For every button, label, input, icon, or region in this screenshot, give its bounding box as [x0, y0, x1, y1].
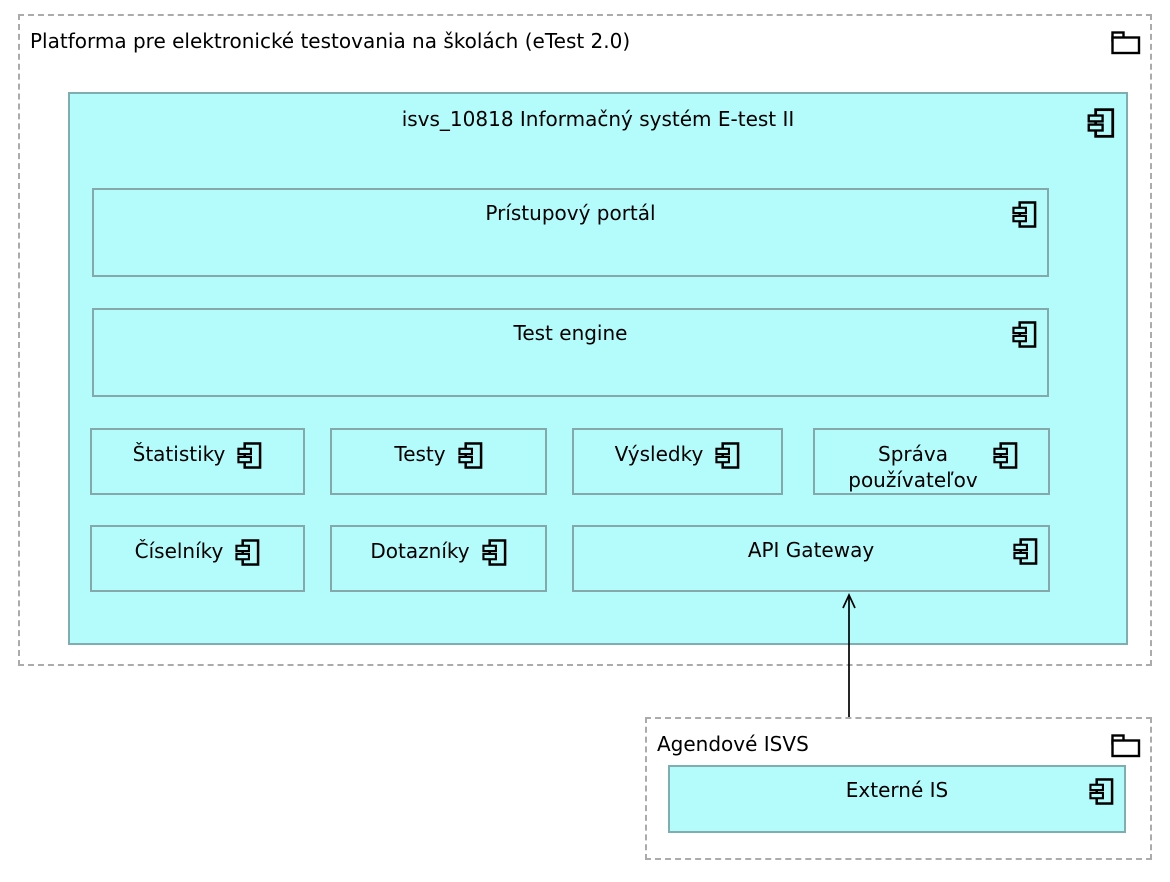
node-pristupovy-portal: Prístupový portál — [92, 188, 1049, 277]
node-system: isvs_10818 Informačný systém E-test II P… — [68, 92, 1128, 645]
group-platform: Platforma pre elektronické testovania na… — [18, 14, 1152, 666]
folder-icon — [1111, 31, 1141, 55]
node-pristupovy-portal-label: Prístupový portál — [485, 201, 656, 225]
component-icon — [715, 441, 740, 470]
arrow-externe-to-api-gateway — [842, 592, 856, 719]
node-sprava-pouzivatelov: Správa používateľov — [813, 428, 1050, 495]
group-agendove-isvs-title: Agendové ISVS — [657, 732, 809, 756]
folder-icon — [1111, 734, 1141, 758]
node-statistiky-label: Štatistiky — [132, 442, 226, 466]
node-vysledky-label: Výsledky — [614, 442, 704, 466]
node-testy-label: Testy — [394, 442, 446, 466]
node-api-gateway-label: API Gateway — [747, 538, 875, 562]
component-icon — [1012, 200, 1037, 229]
node-statistiky: Štatistiky — [90, 428, 305, 495]
group-agendove-isvs: Agendové ISVS Externé IS — [645, 717, 1152, 860]
component-icon — [235, 538, 260, 567]
component-icon — [993, 441, 1018, 470]
node-externe-is-label: Externé IS — [845, 778, 949, 802]
node-ciselniky-label: Číselníky — [134, 539, 224, 563]
component-icon — [482, 538, 507, 567]
node-externe-is: Externé IS — [668, 765, 1126, 833]
group-platform-title: Platforma pre elektronické testovania na… — [30, 29, 631, 53]
node-dotazniky: Dotazníky — [330, 525, 547, 592]
component-icon — [1089, 777, 1114, 806]
component-icon — [1087, 107, 1115, 139]
node-testy: Testy — [330, 428, 547, 495]
node-api-gateway: API Gateway — [572, 525, 1050, 592]
component-icon — [458, 441, 483, 470]
node-vysledky: Výsledky — [572, 428, 783, 495]
node-sprava-pouzivatelov-label: Správa používateľov — [848, 442, 978, 492]
component-icon — [1013, 537, 1038, 566]
component-icon — [1012, 320, 1037, 349]
node-ciselniky: Číselníky — [90, 525, 305, 592]
node-test-engine-label: Test engine — [513, 321, 628, 345]
node-test-engine: Test engine — [92, 308, 1049, 397]
node-dotazniky-label: Dotazníky — [370, 539, 470, 563]
component-icon — [237, 441, 262, 470]
node-system-label: isvs_10818 Informačný systém E-test II — [401, 107, 795, 131]
